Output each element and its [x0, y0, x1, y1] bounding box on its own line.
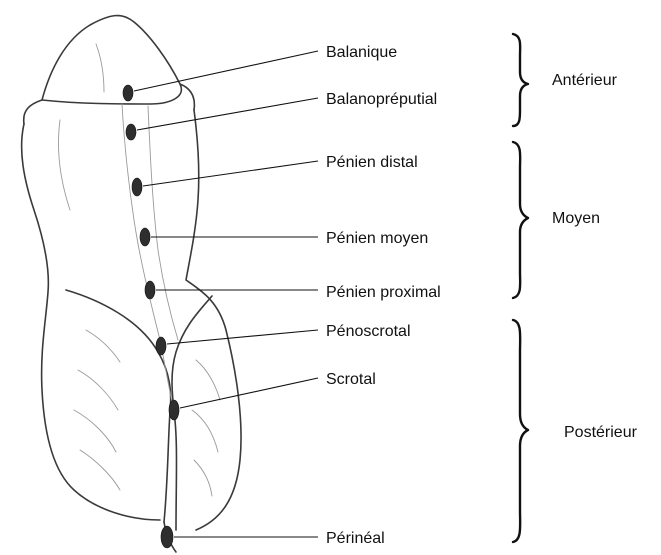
leader-lines — [134, 51, 318, 537]
group-label-moyen: Moyen — [552, 210, 600, 227]
label-scrotal: Scrotal — [326, 371, 376, 388]
leader-penien-distal — [143, 161, 318, 186]
meatus-dot-balanopreputial — [126, 124, 136, 140]
glans-outline — [42, 16, 181, 104]
meatus-dot-balanique — [123, 85, 133, 101]
site-labels: Balanique Balanopréputial Pénien distal … — [326, 44, 441, 547]
group-labels: Antérieur Moyen Postérieur — [552, 72, 638, 441]
label-balanique: Balanique — [326, 44, 397, 61]
meatus-dot-perineal — [161, 526, 173, 548]
meatus-dot-scrotal — [169, 400, 179, 420]
group-label-posterieur: Postérieur — [564, 424, 638, 441]
meatus-dot-penien-proximal — [145, 281, 155, 299]
label-penien-moyen: Pénien moyen — [326, 230, 428, 247]
brace-moyen — [513, 142, 528, 298]
meatus-dot-penien-distal — [132, 178, 142, 196]
leader-scrotal — [180, 378, 318, 408]
group-label-anterieur: Antérieur — [552, 72, 618, 89]
label-penien-proximal: Pénien proximal — [326, 284, 441, 301]
meatus-dots — [123, 85, 179, 548]
brace-anterieur — [513, 34, 528, 126]
brace-posterieur — [513, 320, 528, 542]
leader-penoscrotal — [167, 330, 318, 344]
label-perineal: Périnéal — [326, 530, 385, 547]
group-braces — [513, 34, 528, 542]
meatus-dot-penoscrotal — [156, 337, 166, 355]
leader-balanique — [134, 51, 318, 91]
label-balanopreputial: Balanopréputial — [326, 91, 437, 108]
shading-strokes — [58, 44, 220, 496]
urethral-groove-edge — [148, 106, 178, 340]
label-penoscrotal: Pénoscrotal — [326, 323, 411, 340]
urethral-groove — [122, 104, 174, 410]
label-penien-distal: Pénien distal — [326, 154, 418, 171]
meatus-dot-penien-moyen — [140, 228, 150, 246]
